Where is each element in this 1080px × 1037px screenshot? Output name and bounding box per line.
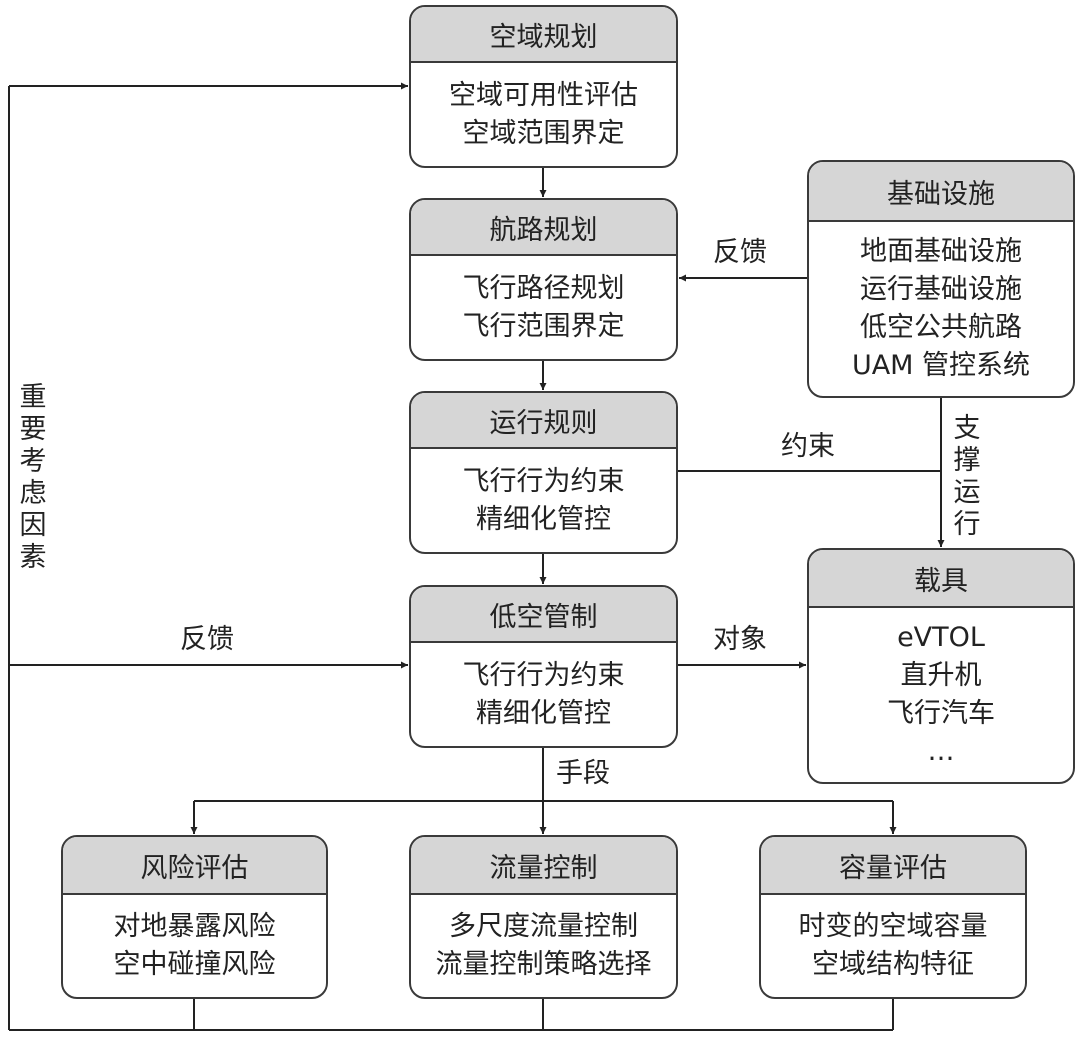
low-altitude-control-title: 低空管制 (411, 587, 676, 643)
flow-control-box: 流量控制 多尺度流量控制 流量控制策略选择 (409, 835, 678, 999)
feedback-infra-label: 反馈 (713, 237, 767, 268)
box-line: 空域可用性评估 (449, 79, 638, 111)
box-line: 空域范围界定 (462, 117, 625, 149)
operation-rules-box: 运行规则 飞行行为约束 精细化管控 (409, 391, 678, 554)
airspace-planning-title: 空域规划 (411, 7, 676, 63)
infrastructure-box: 基础设施 地面基础设施 运行基础设施 低空公共航路 UAM 管控系统 (807, 160, 1075, 398)
box-line: 对地暴露风险 (113, 911, 276, 942)
vehicles-box: 载具 eVTOL 直升机 飞行汽车 … (807, 548, 1075, 784)
box-line: … (927, 736, 955, 767)
vehicles-title: 载具 (809, 550, 1073, 608)
box-line: 流量控制策略选择 (435, 949, 652, 980)
box-line: eVTOL (897, 622, 985, 653)
support-operation-label: 支撑运行 (953, 413, 981, 540)
low-altitude-control-box: 低空管制 飞行行为约束 精细化管控 (409, 585, 678, 748)
operation-rules-title: 运行规则 (411, 393, 676, 449)
box-line: 精细化管控 (476, 503, 611, 535)
box-line: UAM 管控系统 (851, 350, 1031, 381)
flow-control-title: 流量控制 (411, 837, 676, 895)
feedback-left-label: 反馈 (180, 624, 234, 655)
box-line: 飞行汽车 (887, 698, 995, 729)
infrastructure-title: 基础设施 (809, 162, 1073, 222)
box-line: 精细化管控 (476, 697, 611, 729)
route-planning-box: 航路规划 飞行路径规划 飞行范围界定 (409, 198, 678, 361)
risk-assessment-title: 风险评估 (63, 837, 326, 895)
capacity-assessment-title: 容量评估 (761, 837, 1025, 895)
capacity-assessment-box: 容量评估 时变的空域容量 空域结构特征 (759, 835, 1027, 999)
route-planning-title: 航路规划 (411, 200, 676, 256)
box-line: 直升机 (900, 660, 982, 691)
box-line: 时变的空域容量 (798, 911, 988, 942)
box-line: 飞行行为约束 (462, 659, 625, 691)
object-label: 对象 (713, 624, 767, 655)
box-line: 空中碰撞风险 (113, 949, 276, 980)
box-line: 空域结构特征 (812, 949, 974, 980)
box-line: 飞行行为约束 (462, 465, 625, 497)
box-line: 地面基础设施 (860, 236, 1022, 267)
risk-assessment-box: 风险评估 对地暴露风险 空中碰撞风险 (61, 835, 328, 999)
key-factors-label: 重要考虑因素 (19, 382, 47, 573)
box-line: 多尺度流量控制 (449, 911, 638, 942)
box-line: 运行基础设施 (860, 274, 1022, 305)
airspace-planning-box: 空域规划 空域可用性评估 空域范围界定 (409, 5, 678, 168)
box-line: 低空公共航路 (860, 312, 1022, 343)
constraint-label: 约束 (781, 431, 835, 462)
means-label: 手段 (556, 758, 610, 789)
box-line: 飞行范围界定 (462, 310, 625, 342)
box-line: 飞行路径规划 (462, 272, 625, 304)
